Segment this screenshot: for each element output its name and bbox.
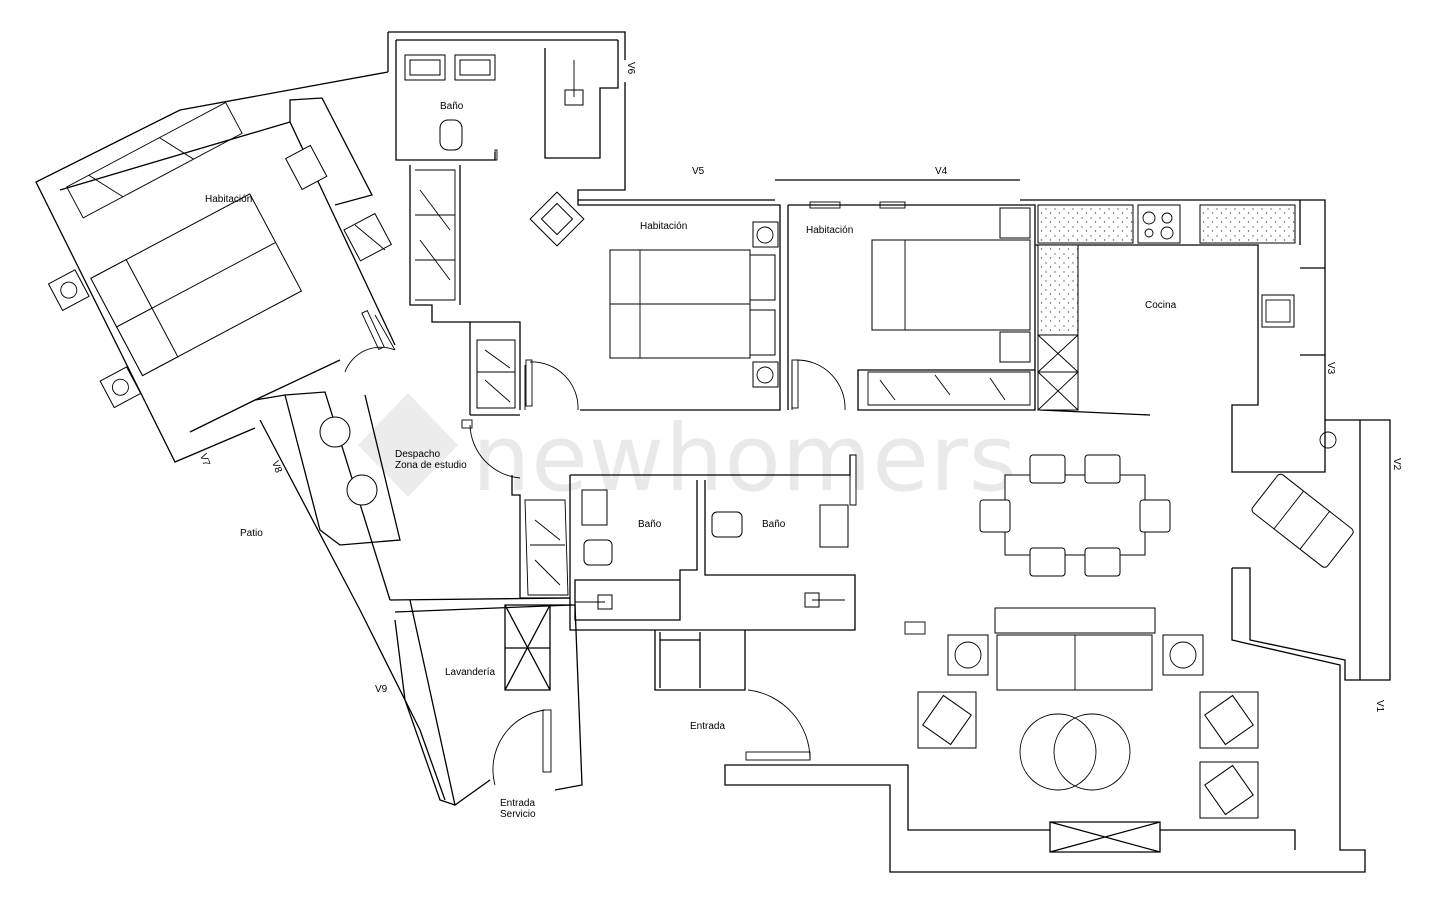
- room-label-entrada-servicio-2: Servicio: [500, 809, 536, 820]
- room-labels: Baño Habitación Habitación Habitación Co…: [205, 101, 1177, 820]
- window-label-v3: V3: [1325, 362, 1336, 375]
- room-label-habitacion-1: Habitación: [205, 194, 252, 205]
- window-label-v7: V7: [197, 452, 212, 468]
- watermark-text: newhomers: [472, 405, 1018, 512]
- room-label-entrada-servicio-1: Entrada: [500, 798, 535, 809]
- window-label-v8: V8: [269, 459, 284, 475]
- room-label-despacho: Despacho: [395, 449, 440, 460]
- room-label-zona-estudio: Zona de estudio: [395, 460, 467, 471]
- walls: [35, 31, 1391, 873]
- window-label-v2: V2: [1391, 458, 1402, 471]
- room-label-entrada: Entrada: [690, 721, 725, 732]
- room-label-habitacion-2: Habitación: [640, 221, 687, 232]
- window-label-v9: V9: [375, 684, 388, 695]
- room-label-lavanderia: Lavandería: [445, 667, 495, 678]
- window-label-v1: V1: [1374, 700, 1385, 713]
- room-label-bano-3: Baño: [762, 519, 786, 530]
- furniture: [47, 54, 1354, 819]
- watermark: newhomers: [358, 393, 1018, 512]
- window-labels: V1 V2 V3 V4 V5 V6 V7 V8 V9: [197, 62, 1402, 713]
- doors: [344, 310, 857, 786]
- room-label-habitacion-3: Habitación: [806, 225, 853, 236]
- room-label-bano-2: Baño: [638, 519, 662, 530]
- room-label-cocina: Cocina: [1145, 300, 1177, 311]
- window-label-v4: V4: [935, 166, 948, 177]
- room-label-bano-1: Baño: [440, 101, 464, 112]
- window-label-v6: V6: [625, 62, 636, 75]
- window-label-v5: V5: [692, 166, 705, 177]
- room-label-patio: Patio: [240, 528, 263, 539]
